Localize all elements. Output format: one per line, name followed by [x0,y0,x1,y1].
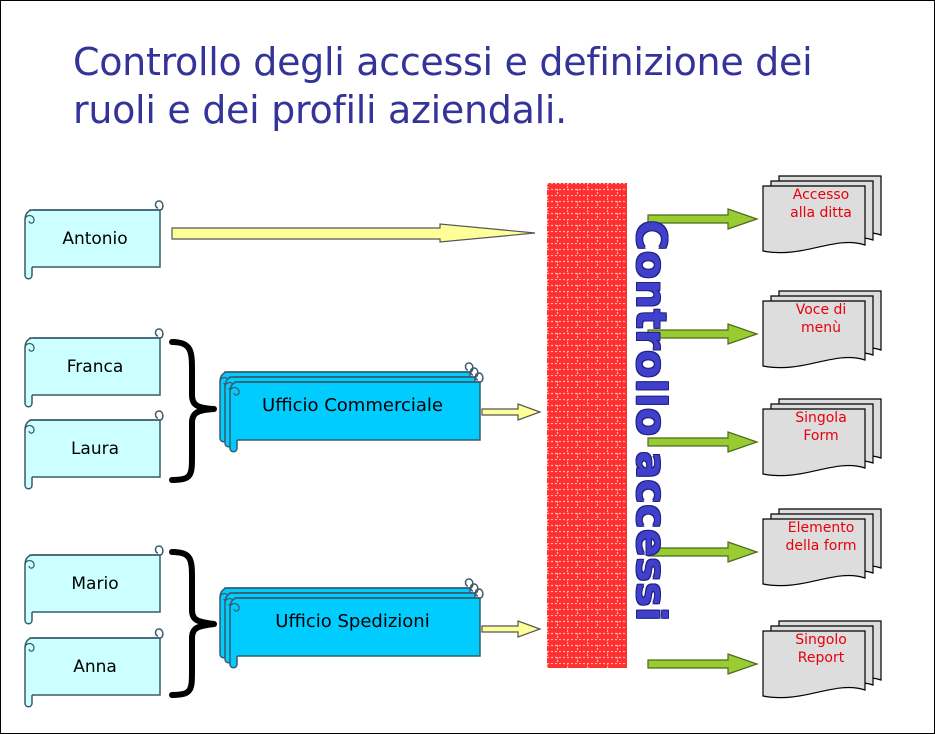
document-label-line1: Voce di [795,302,847,318]
person-scrolls [24,200,164,708]
document-stack [762,398,882,477]
brace-spedizioni [169,549,217,698]
output-arrow [647,323,759,345]
document-label-line2: alla ditta [790,205,852,221]
output-arrow [647,541,759,563]
person-label: Mario [71,573,119,594]
output-arrows [647,208,759,675]
document-label-line2: Form [803,428,839,444]
person-label: Franca [66,356,124,377]
document-label: Voce di menù [773,294,869,344]
document-label-line1: Singolo [795,632,847,648]
spedizioni-arrow [481,620,542,638]
person-label: Anna [73,656,117,677]
person-scroll-3 [24,545,164,625]
document-label-line2: menù [801,320,841,336]
output-arrow [647,653,759,675]
wall-label: Controllo accessi [627,220,675,622]
person-scroll-4 [24,628,164,708]
document-stack [762,508,882,587]
document-label-line1: Singola [795,410,847,426]
person-label: Antonio [62,228,128,249]
brace-commerciale [169,339,217,483]
slide-title: Controllo degli accessi e definizione de… [73,38,873,134]
document-label-line2: della form [785,538,857,554]
access-control-wall [547,183,627,668]
person-scroll-2 [24,410,164,490]
documents [762,175,882,699]
office-scrolls [219,362,484,669]
document-label-line1: Accesso [792,187,850,203]
document-stack [762,290,882,369]
document-stack [762,175,882,254]
office-label: Ufficio Spedizioni [275,610,430,632]
office-scroll-front-1 [229,588,484,669]
document-label-line1: Elemento [787,520,855,536]
commerciale-arrow [481,403,542,421]
office-label: Ufficio Commerciale [262,394,443,416]
office-scroll-front-0 [229,372,484,453]
document-label: Elemento della form [773,512,869,562]
title-line-1: Controllo degli accessi e definizione de… [73,40,813,84]
document-label-line2: Report [797,650,845,666]
person-scroll-0 [24,200,164,280]
output-arrow [647,431,759,453]
document-label: Accesso alla ditta [773,179,869,229]
antonio-arrow [171,223,536,243]
document-stack [762,620,882,699]
output-arrow [647,208,759,230]
person-label: Laura [70,438,120,459]
person-scroll-1 [24,328,164,408]
title-line-2: ruoli e dei profili aziendali. [73,88,567,132]
